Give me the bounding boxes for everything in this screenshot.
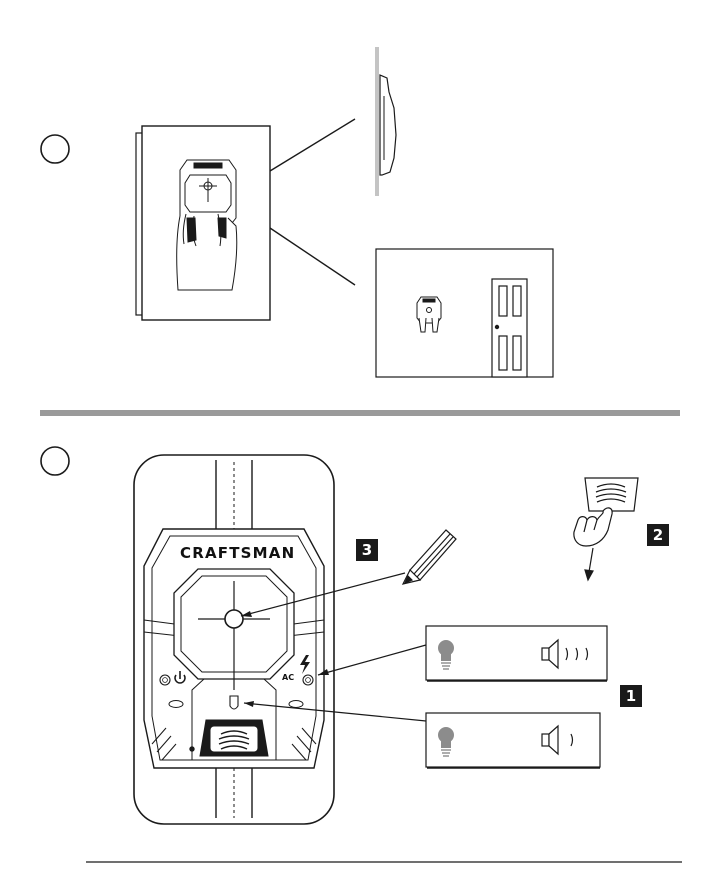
pencil-icon: [403, 530, 456, 584]
step-circle-a: [41, 135, 69, 163]
scan-button-top-icon: [585, 478, 638, 511]
step-circle-b: [41, 447, 69, 475]
target-center: [225, 610, 243, 628]
hand-holding-scanner-icon: [177, 160, 237, 290]
wall-panel-with-hand: [136, 126, 270, 320]
ac-label: AC: [282, 673, 294, 682]
edge-marker-notch: [230, 696, 238, 709]
stud-scanner-device: [134, 455, 334, 824]
door-inset: [376, 249, 553, 377]
step-badge-2: 2: [647, 524, 669, 546]
indicator-panel-weak: [426, 713, 600, 768]
device-brand-label: CRAFTSMAN: [180, 543, 288, 563]
wall-side-view-icon: [375, 47, 396, 196]
indicator-panel-strong: [426, 626, 607, 681]
finger-press-icon: [574, 508, 612, 580]
step-badge-1: 1: [620, 685, 642, 707]
section-divider: [40, 410, 680, 416]
step-badge-3: 3: [356, 539, 378, 561]
door-icon: [492, 279, 527, 377]
